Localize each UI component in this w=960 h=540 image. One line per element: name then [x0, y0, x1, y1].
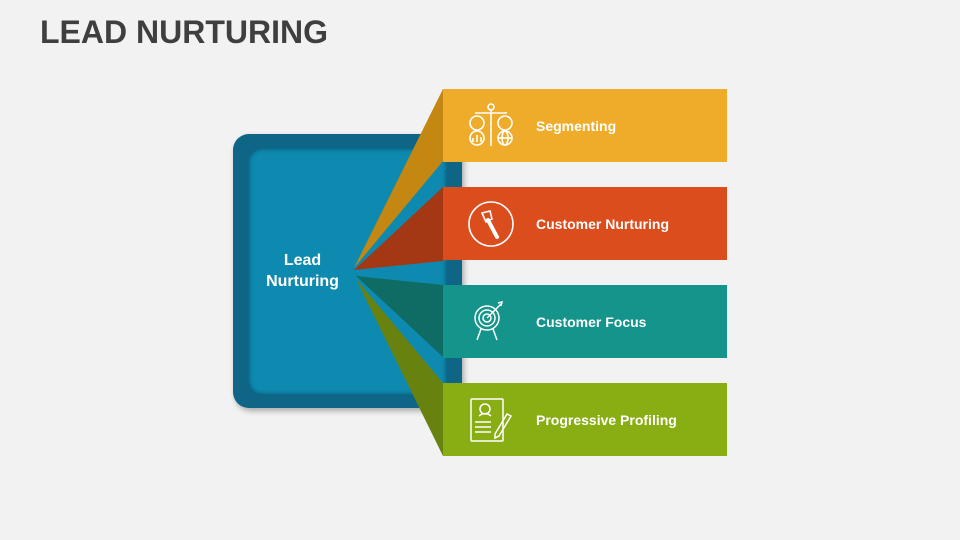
center-label-line2: Nurturing — [266, 273, 339, 290]
item-progressive-profiling: Progressive Profiling — [443, 383, 727, 456]
fan-progressive-profiling — [356, 279, 443, 456]
item-label: Progressive Profiling — [536, 411, 677, 428]
plant-tool-icon — [468, 200, 514, 247]
item-customer-nurturing: Customer Nurturing — [443, 187, 727, 260]
target-icon — [474, 300, 504, 340]
segmenting-icon — [469, 102, 513, 146]
fan-customer-nurturing — [354, 187, 443, 270]
center-label-line1: Lead — [283, 252, 322, 269]
item-label: Segmenting — [536, 117, 617, 134]
item-label: Customer Focus — [536, 313, 647, 330]
page-title: LEAD NURTURING — [40, 14, 328, 50]
fan-segmenting — [354, 89, 443, 268]
item-customer-focus: Customer Focus — [443, 285, 727, 358]
fan-customer-focus — [356, 276, 443, 357]
item-label: Customer Nurturing — [536, 215, 669, 232]
item-segmenting: Segmenting — [443, 89, 727, 162]
profile-document-icon — [470, 397, 513, 442]
